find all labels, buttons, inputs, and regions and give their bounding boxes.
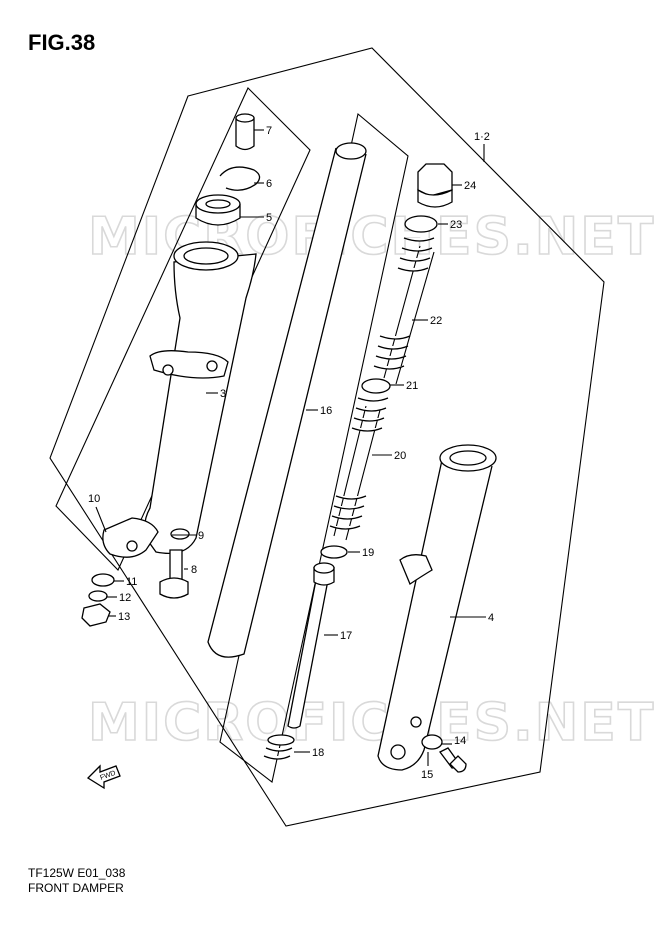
part-16-inner-tube	[207, 142, 367, 658]
callout-24: 24	[464, 180, 476, 192]
callout-12: 12	[119, 592, 131, 604]
callout-16: 16	[320, 405, 332, 417]
callout-20: 20	[394, 450, 406, 462]
callout-6: 6	[266, 178, 272, 190]
callout-8: 8	[191, 564, 197, 576]
callout-11: 11	[126, 576, 137, 588]
watermark-bottom: MICROFICHES.NET	[88, 693, 655, 753]
part-15-washer	[421, 734, 443, 750]
callout-19: 19	[362, 547, 374, 559]
part-9-washer	[170, 528, 190, 540]
part-24-top-bolt	[417, 163, 453, 208]
part-18-rebound-spring	[263, 734, 295, 760]
part-8-bolt	[159, 549, 189, 599]
callout-assembly: 1·2	[474, 131, 490, 143]
part-13-nut	[81, 603, 111, 627]
watermark-top: MICROFICHES.NET	[88, 207, 655, 267]
part-21-spacer	[361, 378, 391, 394]
part-4-outer-tube-right	[377, 444, 497, 771]
part-23-o-ring	[404, 215, 438, 233]
part-17-damper-rod	[287, 562, 335, 729]
callout-18: 18	[312, 747, 324, 759]
callout-9: 9	[198, 530, 204, 542]
diagram-code: TF125W E01_038	[28, 866, 126, 880]
callout-17: 17	[340, 630, 352, 642]
part-3-outer-tube-left	[102, 241, 257, 558]
callout-23: 23	[450, 219, 462, 231]
part-12-washer	[88, 590, 108, 602]
callout-13: 13	[118, 611, 130, 623]
callout-10: 10	[88, 493, 100, 505]
part-22-spring	[373, 237, 435, 385]
fwd-arrow-icon: FWD	[86, 764, 121, 790]
part-19-washer	[320, 545, 348, 559]
part-11-washer	[91, 573, 115, 587]
part-14-bolt	[439, 747, 467, 773]
assembly-outline	[49, 47, 605, 827]
callout-5: 5	[266, 212, 272, 224]
callout-7: 7	[266, 125, 272, 137]
part-5-oil-seal	[195, 194, 241, 226]
callout-3: 3	[220, 388, 226, 400]
part-20-spring	[329, 397, 389, 541]
callout-14: 14	[454, 735, 466, 747]
outer-tube-group-outline	[55, 87, 311, 571]
callout-15: 15	[421, 769, 433, 781]
callout-4: 4	[488, 612, 494, 624]
leader-lines	[95, 129, 486, 766]
callout-21: 21	[406, 380, 418, 392]
part-6-snap-ring	[219, 166, 261, 191]
diagram-name: FRONT DAMPER	[28, 881, 124, 895]
part-7-cap	[235, 113, 255, 151]
callout-22: 22	[430, 315, 442, 327]
figure-title: FIG.38	[28, 30, 96, 55]
